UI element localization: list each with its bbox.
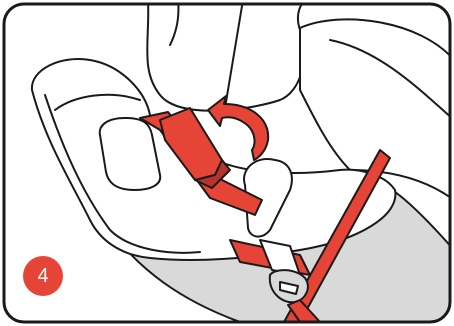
step-number-badge: 4 [23,256,63,296]
vehicle-seat-backrest [147,0,305,111]
